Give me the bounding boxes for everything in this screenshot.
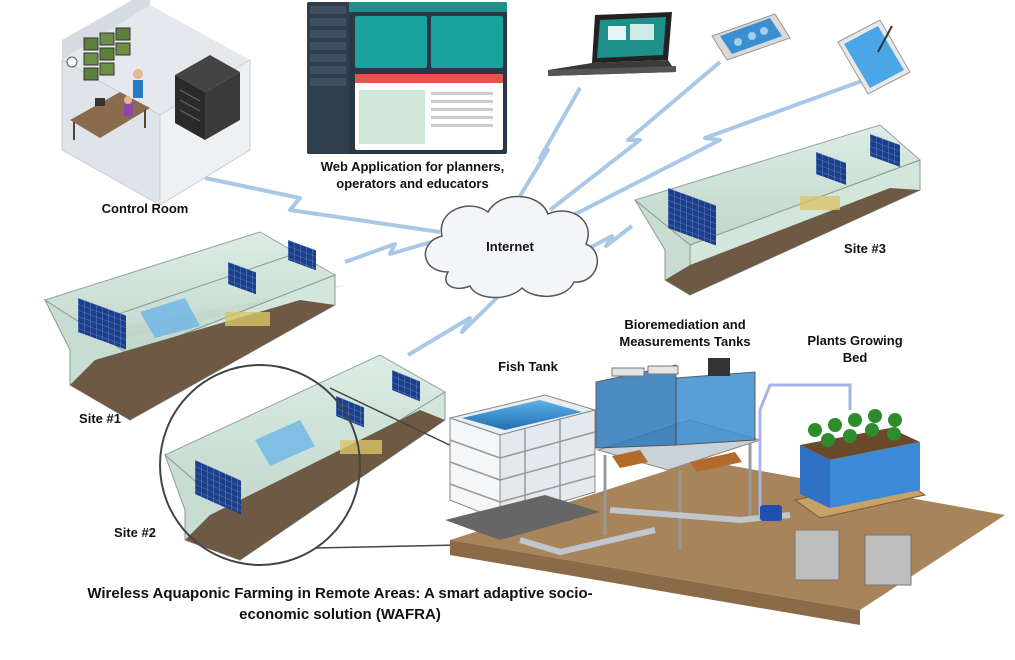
laptop-icon (548, 12, 676, 76)
wireless-links (204, 60, 871, 357)
dashboard-card-maintenance (355, 16, 427, 68)
cloud-icon (424, 195, 598, 299)
solar-panel (336, 396, 364, 428)
solar-panel (78, 298, 126, 350)
dashboard-sidebar (307, 2, 349, 154)
dashboard-map-panel (355, 74, 503, 150)
wireless-link-site3 (581, 224, 634, 254)
diagram-title-line2: economic solution (WAFRA) (239, 606, 441, 623)
solar-panel (228, 262, 256, 295)
internet-label: Internet (486, 239, 534, 254)
server-rack (175, 55, 240, 140)
solar-panel (668, 188, 716, 246)
bioremediation-label: Bioremediation and Measurements Tanks (600, 316, 770, 350)
plants-label-line1: Plants Growing (807, 333, 903, 348)
fish-tank-icon (445, 394, 600, 540)
plants-label: Plants Growing Bed (790, 332, 920, 366)
greenhouse-site2 (159, 354, 461, 566)
diagram-title-line1: Wireless Aquaponic Farming in Remote Are… (87, 585, 593, 602)
wireless-link-laptop (518, 87, 582, 198)
site1-label: Site #1 (79, 411, 121, 426)
bioremediation-tanks (595, 358, 762, 550)
solar-panel (195, 460, 241, 515)
web-app-label: Web Application for planners, operators … (300, 158, 525, 192)
bioremediation-label-line2: Measurements Tanks (619, 334, 751, 349)
wireless-link-phone (548, 60, 722, 212)
monitor-wall (83, 27, 131, 81)
dashboard-header (349, 2, 507, 12)
smartphone-icon (711, 13, 791, 61)
solar-panel (288, 240, 316, 271)
wireless-link-control-room (204, 176, 441, 234)
control-room-label: Control Room (101, 201, 189, 216)
wireless-link-site2 (406, 288, 507, 357)
aquaponic-system (445, 358, 1005, 625)
diagram-title: Wireless Aquaponic Farming in Remote Are… (30, 583, 650, 625)
solar-panel (870, 134, 900, 167)
web-app-label-line2: operators and educators (336, 176, 489, 191)
site2-highlight-circle (159, 364, 361, 566)
wireless-link-site1 (344, 236, 446, 264)
wireless-link-tablet (559, 76, 871, 224)
dashboard-card-statistics (431, 16, 503, 68)
bioremediation-label-line1: Bioremediation and (624, 317, 746, 332)
control-room-icon (61, 0, 251, 206)
web-app-label-line1: Web Application for planners, (320, 159, 505, 174)
greenhouse-site1 (43, 231, 345, 421)
solar-panel (816, 152, 846, 185)
site2-label: Site #2 (114, 525, 156, 540)
web-app-dashboard (307, 2, 507, 154)
fish-tank-label: Fish Tank (498, 359, 558, 374)
greenhouse-site3 (633, 124, 921, 296)
tablet-icon (837, 19, 911, 95)
plant-bed-icon (793, 409, 927, 586)
operator-desk (70, 69, 150, 140)
plants-label-line2: Bed (842, 350, 868, 365)
site3-label: Site #3 (844, 241, 886, 256)
solar-panel (392, 370, 420, 402)
water-pump (760, 505, 782, 521)
